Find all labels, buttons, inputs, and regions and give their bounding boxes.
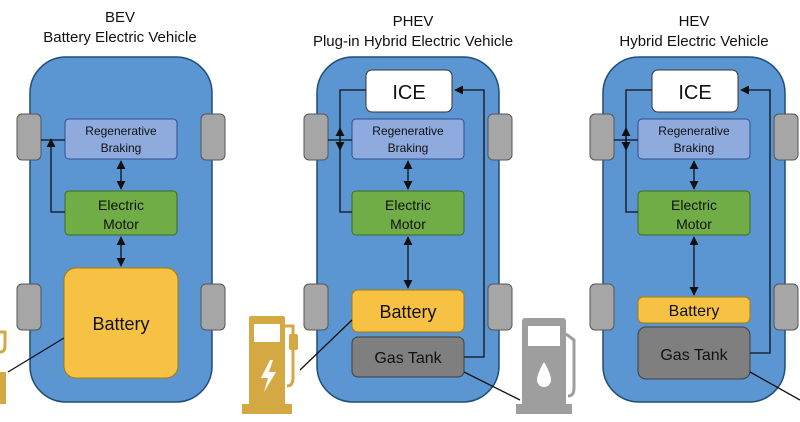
- hev-wheel-front-right: [773, 113, 799, 161]
- bev-regen-braking-box: [64, 118, 178, 160]
- hev-arrow-gas-to-ice: [740, 85, 771, 354]
- bev-subtitle: Battery Electric Vehicle: [43, 29, 197, 46]
- hev-wheel-rear-right: [773, 283, 799, 331]
- bev-title: BEV: [104, 9, 135, 26]
- phev-motor-label-line1: Electric: [385, 197, 431, 213]
- bev-charger-cable: [7, 337, 65, 373]
- hev-motor-label-line1: Electric: [671, 197, 717, 213]
- hev-regen-label-line2: Braking: [674, 141, 715, 155]
- hev-vehicle: ICE Regenerative Braking Electric Motor …: [589, 56, 800, 403]
- hev-header: HEV Hybrid Electric Vehicle: [594, 12, 794, 52]
- bev-regen-label-line2: Braking: [101, 141, 142, 155]
- hev-motor-label-line2: Motor: [676, 216, 712, 232]
- hev-wheel-front-left: [589, 113, 615, 161]
- bev-wheel-front-left: [16, 113, 42, 161]
- bev-electric-motor-box: [64, 190, 178, 236]
- phev-header: PHEV Plug-in Hybrid Electric Vehicle: [283, 12, 543, 52]
- hev-regen-label-line1: Regenerative: [658, 124, 730, 138]
- phev-charger-cable: [299, 319, 353, 371]
- phev-wheel-rear-left: [303, 283, 329, 331]
- hev-electric-motor-box: [637, 190, 751, 236]
- hev-arrow-motor-to-wheel: [621, 127, 638, 213]
- hev-title: HEV: [678, 13, 710, 30]
- bev-vehicle: Regenerative Braking Electric Motor Batt…: [0, 56, 226, 404]
- phev-regen-braking-box: [351, 118, 465, 160]
- hev-battery-box: [637, 296, 751, 324]
- bev-motor-label-line2: Motor: [103, 216, 139, 232]
- bev-motor-label-line1: Electric: [98, 197, 144, 213]
- phev-regen-label-line1: Regenerative: [372, 124, 444, 138]
- phev-battery-box: [351, 289, 465, 333]
- hev-regen-braking-box: [637, 118, 751, 160]
- hev-ice-box: [651, 69, 739, 113]
- phev-motor-label-line2: Motor: [390, 216, 426, 232]
- phev-fuel-pump-icon: [516, 318, 576, 414]
- hev-fuel-hose: [749, 371, 800, 401]
- hev-subtitle: Hybrid Electric Vehicle: [619, 33, 769, 50]
- phev-gas-tank-label: Gas Tank: [374, 350, 442, 367]
- bev-header: BEV Battery Electric Vehicle: [20, 8, 220, 48]
- phev-wheel-rear-right: [487, 283, 513, 331]
- hev-arrow-ice-to-wheel: [621, 89, 652, 151]
- hev-wheel-rear-left: [589, 283, 615, 331]
- phev-ice-label: ICE: [392, 82, 425, 104]
- hev-battery-label: Battery: [669, 303, 720, 320]
- bev-arrow-motor-to-wheel: [46, 138, 65, 213]
- bev-wheel-rear-left: [16, 283, 42, 331]
- phev-wheel-front-left: [303, 113, 329, 161]
- hev-gas-tank-label: Gas Tank: [660, 347, 728, 364]
- phev-arrow-gas-to-ice: [454, 85, 485, 358]
- hev-ice-label: ICE: [678, 82, 711, 104]
- bev-wheel-front-right: [200, 113, 226, 161]
- phev-ice-box: [365, 69, 453, 113]
- phev-fuel-hose: [463, 371, 521, 401]
- phev-charger-icon: [242, 316, 298, 414]
- bev-battery-label: Battery: [92, 314, 149, 334]
- phev-battery-label: Battery: [379, 302, 436, 322]
- phev-title: PHEV: [392, 13, 434, 30]
- bev-regen-label-line1: Regenerative: [85, 124, 157, 138]
- phev-regen-label-line2: Braking: [388, 141, 429, 155]
- bev-battery-box: [63, 267, 179, 379]
- phev-wheel-front-right: [487, 113, 513, 161]
- bev-wheel-rear-right: [200, 283, 226, 331]
- phev-subtitle: Plug-in Hybrid Electric Vehicle: [312, 33, 514, 50]
- phev-electric-motor-box: [351, 190, 465, 236]
- phev-arrow-motor-to-wheel: [335, 127, 352, 213]
- phev-vehicle: ICE Regenerative Braking Electric Motor …: [242, 56, 576, 414]
- bev-charger-icon: [0, 330, 7, 404]
- phev-arrow-ice-to-wheel: [335, 89, 366, 151]
